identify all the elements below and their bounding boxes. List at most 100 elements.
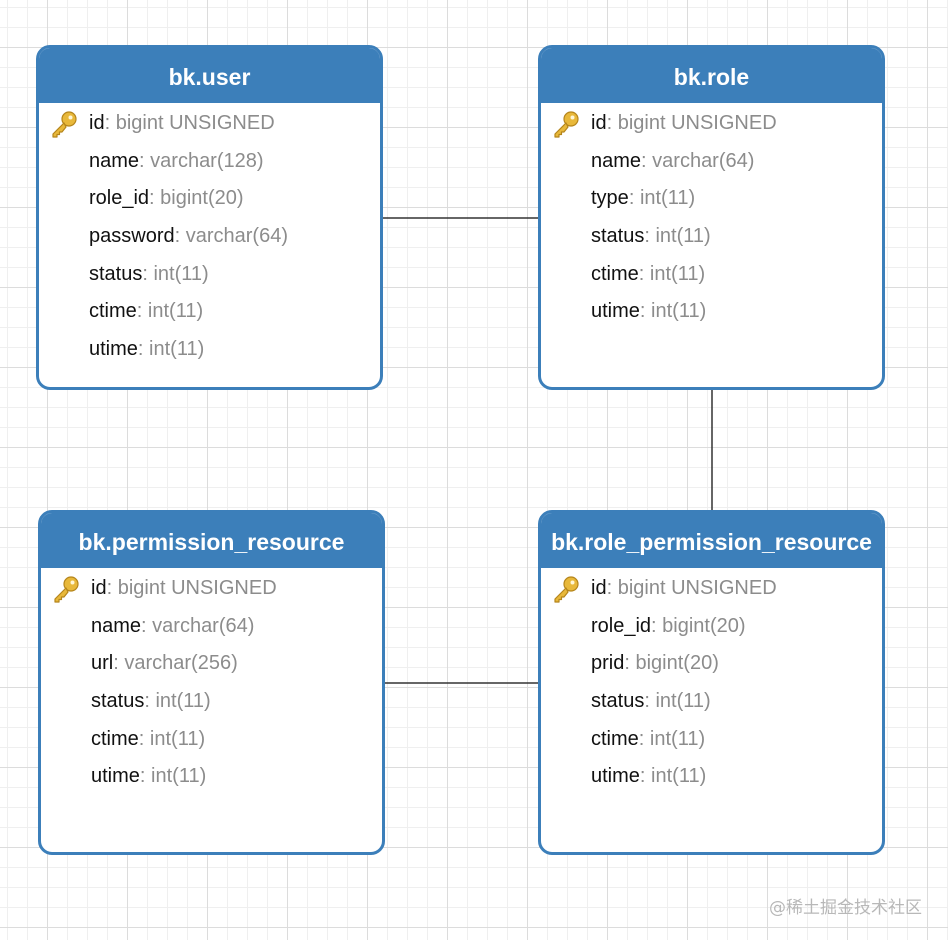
field-row[interactable]: utime: int(11) (41, 758, 382, 796)
field-type: bigint(20) (662, 614, 746, 637)
field-row[interactable]: name: varchar(64) (41, 608, 382, 646)
field-separator: : (141, 614, 153, 637)
field-name: name (91, 614, 142, 637)
primary-key-icon (551, 575, 581, 603)
field-type: bigint UNSIGNED (617, 577, 777, 599)
field-type: bigint(20) (635, 652, 719, 675)
field-name: ctime (89, 300, 137, 323)
field-name: id (591, 112, 607, 134)
table-title: bk.role_permission_resource (541, 513, 882, 568)
field-type: int(11) (147, 300, 204, 323)
field-row[interactable]: password: varchar(64) (39, 218, 380, 256)
field-type: int(11) (649, 262, 706, 285)
field-row[interactable]: status: int(11) (541, 683, 882, 721)
field-row[interactable]: id: bigint UNSIGNED (541, 570, 882, 608)
field-type: int(11) (151, 765, 207, 788)
field-name: ctime (591, 262, 639, 285)
field-type: int(11) (655, 225, 711, 248)
field-name: status (89, 262, 143, 285)
field-name: ctime (591, 727, 639, 750)
field-type: int(11) (651, 300, 707, 323)
watermark: @稀土掘金技术社区 (769, 898, 922, 918)
field-row[interactable]: role_id: bigint(20) (541, 608, 882, 646)
field-name: id (89, 112, 105, 134)
table-bk-permission-resource[interactable]: bk.permission_resource id: bigint UNSIGN… (38, 510, 385, 855)
field-separator: : (113, 652, 125, 675)
field-separator: : (149, 187, 161, 210)
field-type: bigint(20) (160, 187, 244, 210)
field-separator: : (641, 149, 653, 172)
field-separator: : (644, 225, 656, 248)
field-type: bigint UNSIGNED (617, 112, 777, 134)
field-row[interactable]: role_id: bigint(20) (39, 180, 380, 218)
field-name: name (89, 149, 140, 172)
field-type: bigint UNSIGNED (117, 577, 277, 599)
table-title: bk.user (39, 48, 380, 103)
field-separator: : (639, 765, 652, 788)
field-row[interactable]: id: bigint UNSIGNED (39, 105, 380, 143)
field-type: int(11) (651, 765, 707, 788)
field-type: int(11) (639, 187, 696, 210)
field-type: varchar(64) (652, 149, 755, 172)
field-row[interactable]: utime: int(11) (541, 758, 882, 796)
field-name: id (91, 577, 107, 599)
field-name: utime (591, 765, 640, 788)
field-row[interactable]: status: int(11) (39, 256, 380, 294)
field-type: int(11) (153, 262, 209, 285)
field-separator: : (136, 300, 148, 323)
field-row[interactable]: type: int(11) (541, 180, 882, 218)
field-name: utime (591, 300, 640, 323)
field-name: status (91, 690, 145, 713)
field-separator: : (638, 727, 650, 750)
field-row[interactable]: status: int(11) (541, 218, 882, 256)
field-separator: : (138, 727, 150, 750)
field-name: id (591, 577, 607, 599)
field-separator: : (174, 225, 186, 248)
field-row[interactable]: utime: int(11) (541, 293, 882, 331)
primary-key-icon (49, 110, 79, 138)
field-separator: : (144, 690, 156, 713)
field-row[interactable]: url: varchar(256) (41, 645, 382, 683)
field-separator: : (644, 690, 656, 713)
field-type: varchar(64) (185, 225, 288, 248)
field-name: role_id (89, 187, 150, 210)
field-row[interactable]: ctime: int(11) (541, 721, 882, 759)
field-name: name (591, 149, 642, 172)
field-row[interactable]: ctime: int(11) (41, 721, 382, 759)
field-separator: : (106, 577, 118, 599)
field-separator: : (104, 112, 116, 134)
field-row[interactable]: ctime: int(11) (39, 293, 380, 331)
field-type: int(11) (149, 727, 206, 750)
field-type: varchar(256) (124, 652, 238, 675)
field-name: url (91, 652, 114, 675)
field-name: utime (89, 338, 138, 361)
field-row[interactable]: name: varchar(128) (39, 143, 380, 181)
field-row[interactable]: ctime: int(11) (541, 256, 882, 294)
field-name: type (591, 187, 629, 210)
field-type: int(11) (649, 727, 706, 750)
field-row[interactable]: id: bigint UNSIGNED (541, 105, 882, 143)
field-row[interactable]: prid: bigint(20) (541, 645, 882, 683)
field-row[interactable]: name: varchar(64) (541, 143, 882, 181)
field-separator: : (142, 262, 154, 285)
field-type: int(11) (155, 690, 211, 713)
field-type: int(11) (655, 690, 711, 713)
field-separator: : (139, 765, 152, 788)
field-row[interactable]: status: int(11) (41, 683, 382, 721)
field-name: prid (591, 652, 625, 675)
field-separator: : (137, 338, 150, 361)
field-separator: : (628, 187, 640, 210)
table-bk-role-permission-resource[interactable]: bk.role_permission_resource id: bigint U… (538, 510, 885, 855)
field-row[interactable]: id: bigint UNSIGNED (41, 570, 382, 608)
field-name: ctime (91, 727, 139, 750)
field-separator: : (638, 262, 650, 285)
field-row[interactable]: utime: int(11) (39, 331, 380, 369)
field-type: int(11) (149, 338, 205, 361)
field-name: password (89, 225, 175, 248)
